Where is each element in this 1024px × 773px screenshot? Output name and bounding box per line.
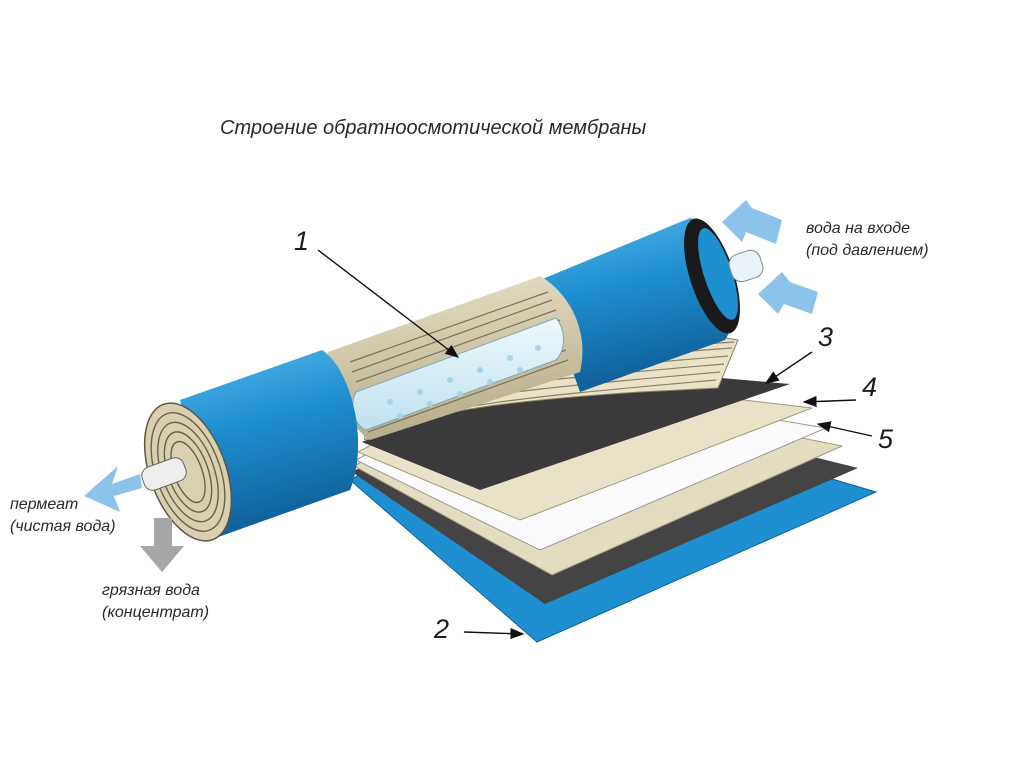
sheet-dark-upper (362, 364, 790, 490)
inlet-arrow-upper-icon (722, 200, 782, 244)
callout-number-5: 5 (878, 424, 894, 454)
inlet-arrow-lower-icon (758, 272, 818, 314)
permeate-label: пермеат (чистая вода) (10, 494, 116, 538)
callout-line-3 (764, 351, 813, 384)
permeate-outlet-tube (141, 457, 187, 491)
permeate-arrow-icon (84, 466, 142, 512)
concentrate-label: грязная вода (концентрат) (102, 580, 209, 624)
callout-line-1 (317, 249, 460, 358)
end-cap-ring (698, 228, 738, 320)
callout-number-3: 3 (818, 322, 834, 352)
permeate-label-line1: пермеат (10, 496, 79, 513)
inlet-label: вода на входе (под давлением) (806, 218, 929, 262)
concentrate-label-line2: (концентрат) (102, 604, 210, 621)
inlet-label-line2: (под давлением) (806, 242, 929, 259)
inlet-tube (728, 249, 764, 283)
tube-holes (387, 345, 541, 419)
permeate-label-line2: (чистая вода) (10, 518, 116, 535)
concentrate-label-line1: грязная вода (102, 582, 200, 599)
callout-line-5 (816, 421, 873, 437)
diagram-title: Строение обратноосмотической мембраны (220, 117, 647, 139)
concentrate-arrow-icon (140, 518, 184, 572)
callout-number-4: 4 (862, 372, 878, 402)
callout-line-4 (802, 395, 857, 408)
inlet-label-line1: вода на входе (806, 220, 911, 237)
callout-number-2: 2 (434, 614, 450, 644)
callout-number-1: 1 (294, 226, 310, 256)
callout-line-2 (463, 627, 525, 640)
